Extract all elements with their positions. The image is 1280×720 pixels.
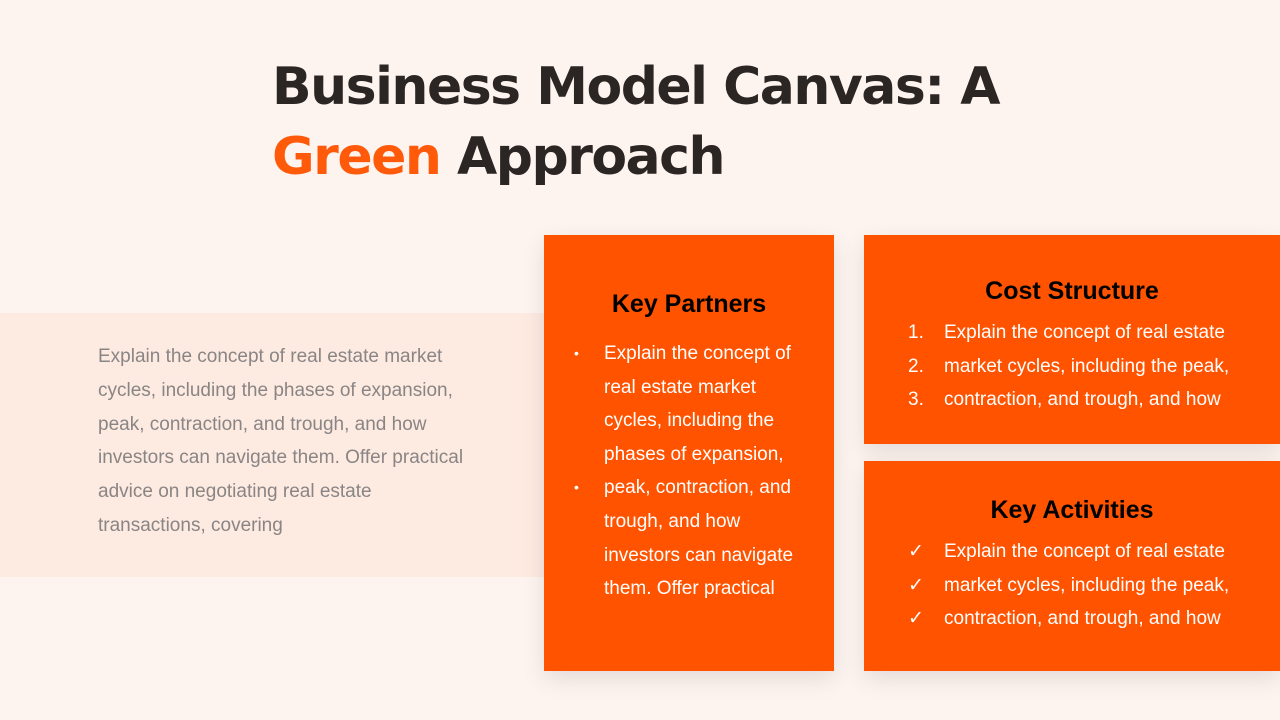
cost-structure-item-text: Explain the concept of real estate bbox=[944, 322, 1225, 343]
list-number: 3. bbox=[908, 389, 924, 411]
key-activities-title: Key Activities bbox=[990, 496, 1154, 524]
checkmark-icon: ✓ bbox=[908, 541, 924, 562]
list-number: 2. bbox=[908, 355, 924, 377]
list-number: 1. bbox=[908, 322, 924, 343]
key-partners-item-text: peak, contraction, and trough, and how i… bbox=[604, 477, 794, 600]
cost-structure-item: 3. contraction, and trough, and how bbox=[908, 383, 1274, 417]
cost-structure-list: 1. Explain the concept of real estate 2.… bbox=[908, 316, 1274, 417]
key-activities-item-text: Explain the concept of real estate bbox=[944, 541, 1225, 562]
cost-structure-title: Cost Structure bbox=[985, 277, 1159, 305]
key-activities-item: ✓ market cycles, including the peak, bbox=[908, 569, 1274, 603]
key-activities-list: ✓ Explain the concept of real estate ✓ m… bbox=[908, 535, 1274, 636]
checkmark-icon: ✓ bbox=[908, 574, 924, 596]
bullet-icon: • bbox=[574, 345, 579, 361]
key-activities-item-text: market cycles, including the peak, bbox=[944, 574, 1230, 596]
title-accent-word: Green bbox=[272, 127, 442, 187]
key-partners-title: Key Partners bbox=[611, 290, 767, 318]
bullet-icon: • bbox=[574, 479, 579, 496]
key-activities-item: ✓ contraction, and trough, and how bbox=[908, 602, 1274, 636]
title-line-2: Approach bbox=[457, 127, 726, 187]
intro-paragraph: Explain the concept of real estate marke… bbox=[98, 346, 464, 536]
key-partners-item: • Explain the concept of real estate mar… bbox=[574, 337, 814, 471]
cost-structure-item: 2. market cycles, including the peak, bbox=[908, 350, 1274, 384]
intro-band bbox=[0, 313, 544, 577]
key-activities-item: ✓ Explain the concept of real estate bbox=[908, 535, 1274, 569]
cost-structure-card bbox=[864, 235, 1280, 444]
cost-structure-item-text: market cycles, including the peak, bbox=[944, 355, 1230, 377]
cost-structure-item-text: contraction, and trough, and how bbox=[944, 389, 1221, 411]
key-activities-card bbox=[864, 461, 1280, 671]
key-partners-list: • Explain the concept of real estate mar… bbox=[574, 337, 814, 606]
checkmark-icon: ✓ bbox=[908, 608, 924, 630]
key-activities-item-text: contraction, and trough, and how bbox=[944, 608, 1221, 630]
key-partners-item: • peak, contraction, and trough, and how… bbox=[574, 471, 814, 605]
key-partners-card bbox=[544, 235, 834, 671]
slide-title: Business Model Canvas: A Green Approach bbox=[272, 52, 1000, 192]
title-line-1: Business Model Canvas: A bbox=[272, 57, 1000, 117]
cost-structure-item: 1. Explain the concept of real estate bbox=[908, 316, 1274, 350]
key-partners-item-text: Explain the concept of real estate marke… bbox=[604, 343, 791, 465]
